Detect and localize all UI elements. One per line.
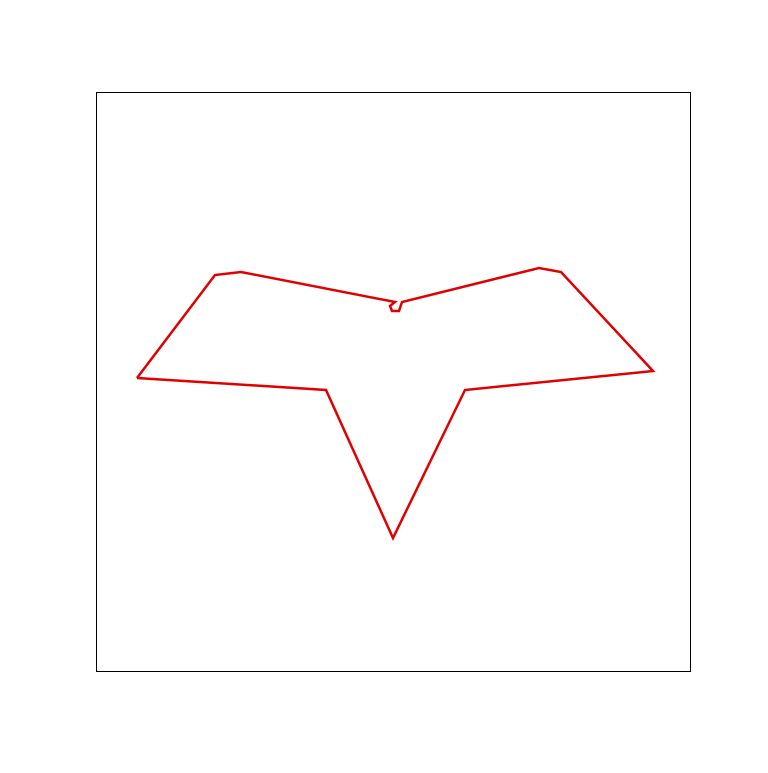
plot-frame (96, 92, 691, 672)
red-outline-shape (136, 266, 656, 541)
